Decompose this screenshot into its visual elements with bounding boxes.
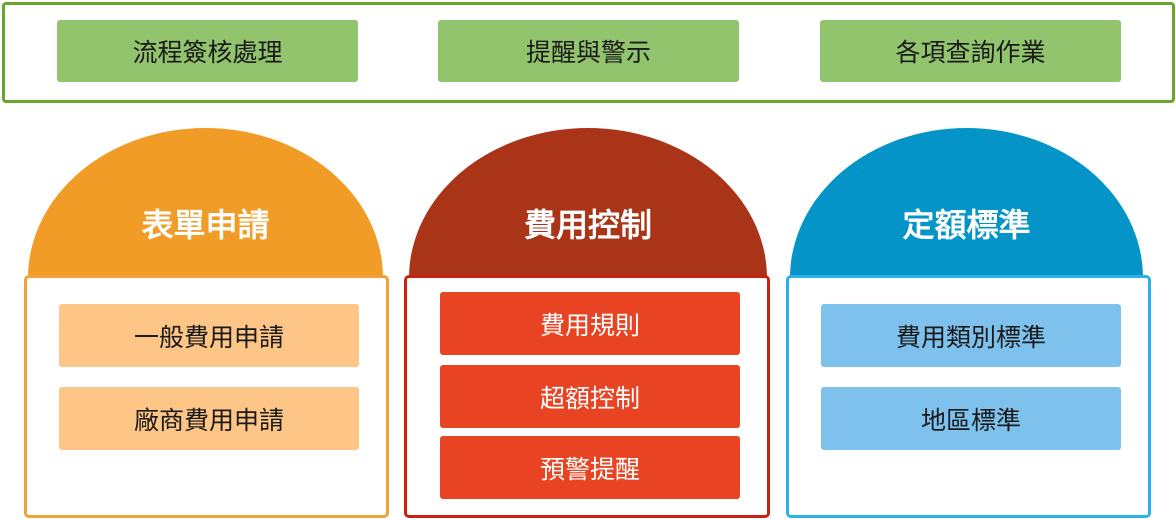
expense-category-standard[interactable]: 費用類別標準 xyxy=(821,304,1121,367)
expense-control-header: 費用控制 xyxy=(409,128,767,278)
queries-button[interactable]: 各項查詢作業 xyxy=(820,20,1121,82)
expense-control-panel: 費用規則 超額控制 預警提醒 xyxy=(404,275,770,518)
warning-reminder[interactable]: 預警提醒 xyxy=(440,436,740,499)
reminders-alerts-button[interactable]: 提醒與警示 xyxy=(438,20,739,82)
workflow-approval-button[interactable]: 流程簽核處理 xyxy=(57,20,358,82)
quota-standard-header: 定額標準 xyxy=(790,128,1143,278)
vendor-expense-application[interactable]: 廠商費用申請 xyxy=(59,387,359,450)
expense-rules[interactable]: 費用規則 xyxy=(440,292,740,355)
regional-standard[interactable]: 地區標準 xyxy=(821,387,1121,450)
general-expense-application[interactable]: 一般費用申請 xyxy=(59,304,359,367)
form-application-header: 表單申請 xyxy=(28,128,383,278)
top-actions-panel xyxy=(2,2,1175,103)
over-limit-control[interactable]: 超額控制 xyxy=(440,365,740,428)
